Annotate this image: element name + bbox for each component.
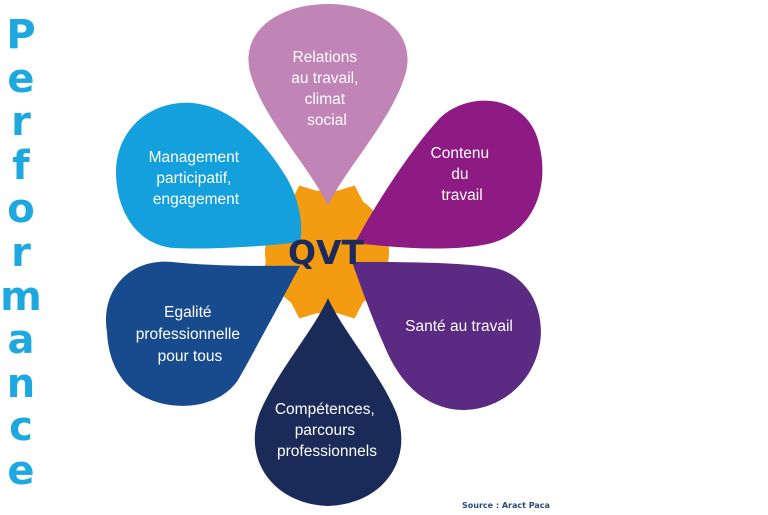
petal-contenu: Contenu du travail: [355, 100, 543, 249]
petal-management-line-1: Management: [149, 149, 240, 166]
petal-contenu-line-1: Contenu: [431, 145, 490, 162]
petal-competences-line-2: parcours: [295, 422, 356, 439]
petal-relations-line-4: social: [307, 112, 347, 129]
petal-sante: Santé au travail: [352, 262, 541, 410]
petal-egalite: Egalité professionnelle pour tous: [105, 261, 300, 406]
petal-egalite-line-1: Egalité: [164, 304, 211, 321]
petal-relations-text: Relations au travail, climat social: [291, 49, 363, 129]
petal-sante-text: Santé au travail: [405, 318, 513, 335]
side-word-letter: c: [9, 404, 33, 451]
petal-management-line-2: participatif,: [156, 170, 231, 187]
side-word-letter: e: [7, 447, 35, 494]
petal-sante-line-1: Santé au travail: [405, 318, 513, 335]
petal-management: Management participatif, engagement: [116, 102, 302, 249]
petal-relations-line-2: au travail,: [291, 70, 358, 87]
side-word-letter: a: [7, 317, 35, 364]
side-word-letter: P: [6, 12, 36, 58]
side-word-letter: m: [0, 273, 42, 320]
side-word-letter: r: [11, 229, 31, 276]
petal-egalite-text: Egalité professionnelle pour tous: [136, 304, 245, 365]
petal-contenu-line-3: travail: [441, 187, 482, 204]
side-word-letter: r: [11, 99, 31, 146]
petal-management-text: Management participatif, engagement: [149, 149, 244, 208]
side-word-letter: e: [7, 55, 35, 102]
petal-management-line-3: engagement: [153, 191, 240, 208]
side-word-letter: o: [7, 186, 35, 233]
petal-relations-line-3: climat: [305, 91, 346, 108]
petal-competences-text: Compétences, parcours professionnels: [275, 401, 379, 460]
source-credit: Source : Aract Paca: [462, 501, 550, 510]
side-word-letter: n: [6, 360, 36, 407]
petal-contenu-line-2: du: [451, 166, 468, 183]
petal-relations: Relations au travail, climat social: [248, 4, 408, 206]
petal-relations-line-1: Relations: [293, 49, 358, 66]
petal-competences-line-1: Compétences,: [275, 401, 375, 418]
petal-competences: Compétences, parcours professionnels: [254, 298, 402, 506]
petal-competences-line-3: professionnels: [277, 443, 377, 460]
petal-egalite-line-3: pour tous: [158, 348, 223, 365]
center-label-qvt: QVT: [288, 233, 365, 272]
side-word-letter: f: [12, 142, 30, 189]
petal-contenu-text: Contenu du travail: [431, 145, 494, 204]
petal-egalite-line-2: professionnelle: [136, 326, 240, 343]
